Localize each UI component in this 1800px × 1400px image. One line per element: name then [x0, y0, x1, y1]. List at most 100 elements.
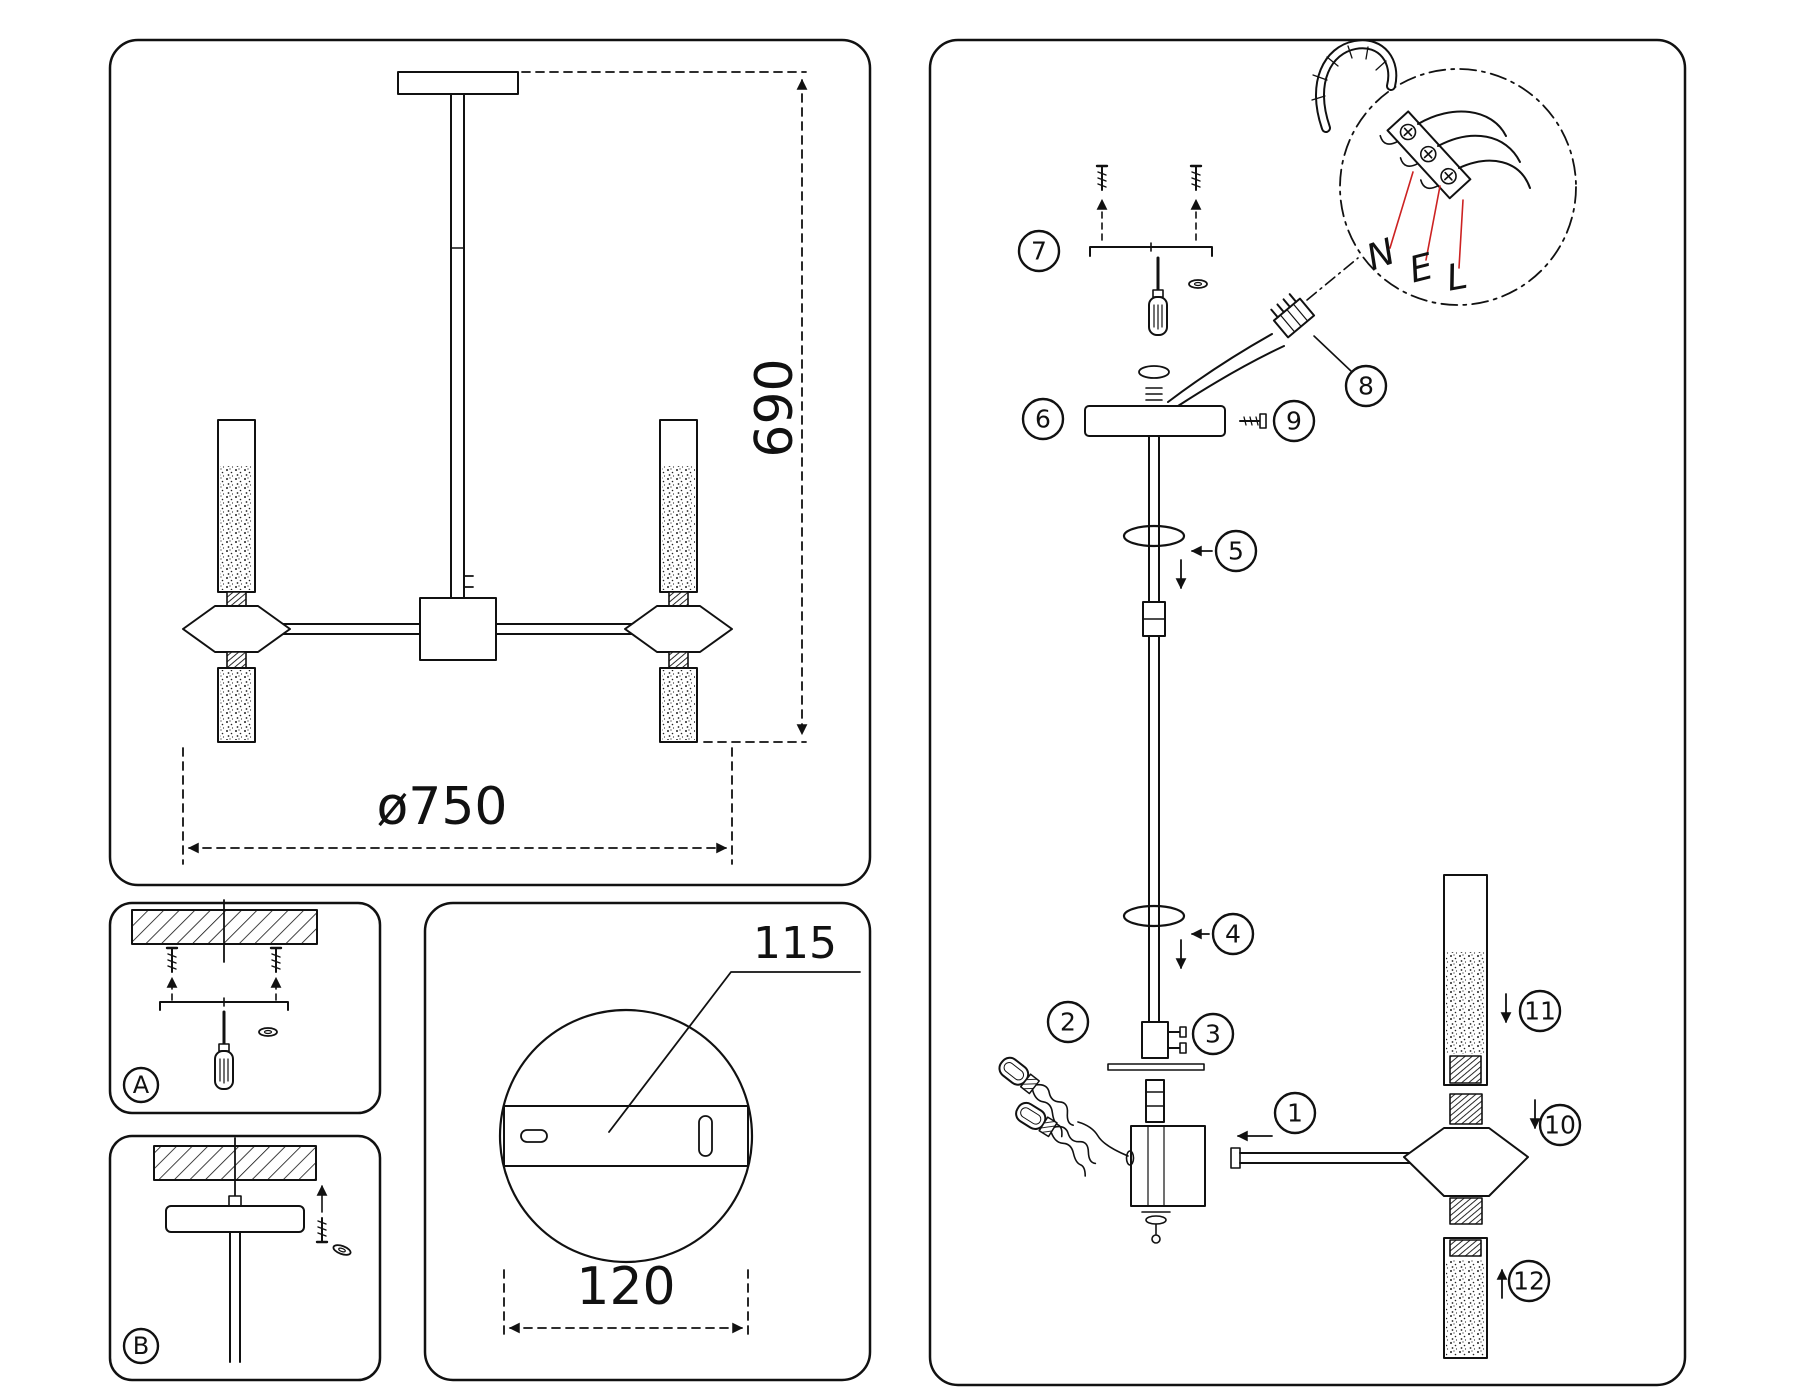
- panel-a-label: A: [133, 1071, 150, 1099]
- wire: [1077, 1121, 1129, 1157]
- step-6-label: 6: [1035, 405, 1051, 434]
- anchor-screw-icon: [269, 946, 283, 974]
- panel-b-badge: B: [122, 1327, 160, 1365]
- suspension-rod: [1142, 435, 1166, 1023]
- assembly-panel: 7: [928, 38, 1687, 1387]
- wire: [1417, 110, 1507, 137]
- ring-step-4: 4: [1122, 904, 1255, 970]
- detail-circle: [1339, 68, 1577, 306]
- panel-b-label: B: [133, 1332, 149, 1360]
- wire: [1177, 345, 1285, 407]
- step-9-label: 9: [1286, 407, 1302, 436]
- canopy-panel-border: [108, 1134, 382, 1382]
- anchor-panel: A: [108, 899, 382, 1115]
- step-8-label: 8: [1358, 372, 1374, 401]
- step-badge-3: 3: [1191, 1012, 1235, 1056]
- anchor-screw-icon: [1095, 164, 1109, 192]
- decorative-ring: [1122, 524, 1186, 548]
- stem-rod: [450, 93, 465, 599]
- leader-line: [608, 971, 861, 1133]
- neutral-wire-label: N: [1361, 231, 1400, 279]
- diameter-dimension-label: ø750: [376, 777, 507, 837]
- screwdriver-icon: [213, 1010, 235, 1091]
- step-4-label: 4: [1225, 920, 1241, 949]
- step-badge-10: 10: [1538, 1103, 1582, 1147]
- wire-leader-n: [1389, 171, 1414, 249]
- anchor-panel-border: [108, 901, 382, 1115]
- washer-icon: [258, 1027, 278, 1037]
- diameter-dimension: ø750: [182, 747, 733, 865]
- step-badge-12: 12: [1507, 1259, 1551, 1303]
- step-badge-11: 11: [1518, 989, 1562, 1033]
- step-7-label: 7: [1031, 237, 1047, 266]
- wire: [1437, 134, 1521, 163]
- central-hub: [419, 597, 497, 661]
- ring-icon: [1138, 365, 1170, 379]
- wire-leader-e: [1425, 185, 1441, 261]
- hub-top-plate: [1107, 1063, 1205, 1071]
- step-badge-8: 8: [1344, 364, 1388, 408]
- hole-spacing-label: 115: [753, 918, 837, 969]
- step-2-label: 2: [1060, 1008, 1076, 1037]
- threaded-socket: [1449, 1093, 1483, 1125]
- cable-icon: [1311, 39, 1398, 133]
- step-badge-1: 1: [1273, 1091, 1317, 1135]
- threaded-tube: [1145, 1079, 1165, 1123]
- step-10-label: 10: [1544, 1111, 1576, 1140]
- arm-end-cap: [1230, 1147, 1241, 1169]
- step-badge-5: 5: [1214, 529, 1258, 573]
- rod-fitting: [1141, 1021, 1169, 1059]
- screwdriver-icon: [1147, 256, 1169, 337]
- wiring-detail: N E L: [1311, 39, 1577, 306]
- arm-step: 1: [1230, 1091, 1413, 1169]
- step-badge-6: 6: [1021, 397, 1065, 441]
- step-1-label: 1: [1287, 1099, 1303, 1128]
- slot-hole: [520, 1129, 548, 1143]
- plate-panel-border: [423, 901, 872, 1382]
- terminal-block: [1379, 110, 1472, 200]
- canopy-plate: [165, 1205, 305, 1233]
- overview-panel: 690 ø750: [108, 38, 872, 887]
- canopy-panel: B: [108, 1134, 382, 1382]
- wire-hole: [1125, 1150, 1135, 1166]
- height-dimension-label: 690: [745, 358, 805, 457]
- right-lamp: [624, 419, 733, 743]
- step-badge-7: 7: [1017, 229, 1061, 273]
- chandelier-drawing: [182, 71, 733, 743]
- finial-nut: [1145, 1215, 1167, 1225]
- anchor-screw-icon: [165, 946, 179, 974]
- plate-width-label: 120: [576, 1257, 675, 1317]
- step-badge-2: 2: [1046, 1000, 1090, 1044]
- step-11-label: 11: [1524, 997, 1556, 1026]
- screw-icon: [1239, 413, 1267, 429]
- step-3-label: 3: [1205, 1020, 1221, 1049]
- screw-icon: [315, 1216, 329, 1244]
- central-hub: [1130, 1125, 1206, 1207]
- overview-panel-border: [108, 38, 872, 887]
- threaded-socket: [1449, 1197, 1483, 1225]
- panel-a-badge: A: [122, 1066, 160, 1104]
- decorative-ring: [1122, 904, 1186, 928]
- wire: [1458, 159, 1531, 189]
- lamp-stack: 11 10 12: [1403, 874, 1582, 1359]
- lamp-holder: [1403, 1127, 1529, 1197]
- step-12-label: 12: [1513, 1267, 1545, 1296]
- hub-assembly: 2 3: [987, 1000, 1235, 1244]
- step-5-label: 5: [1228, 537, 1244, 566]
- assembly-panel-border: [928, 38, 1687, 1387]
- step-badge-4: 4: [1211, 912, 1255, 956]
- connector-step: 8: [1167, 257, 1388, 408]
- plate-width-dimension: 120: [503, 1257, 749, 1337]
- slot-hole: [698, 1115, 713, 1157]
- canopy-step: 6 9: [1021, 365, 1316, 443]
- wire-leader-l: [1458, 199, 1464, 269]
- bulb-icon: [1005, 1098, 1105, 1178]
- ring-step-5: 5: [1122, 524, 1258, 590]
- washer-icon: [331, 1242, 353, 1258]
- left-lamp: [182, 419, 291, 743]
- height-dimension: 690: [521, 71, 808, 743]
- wire-connector: [1270, 293, 1316, 339]
- washer-icon: [1188, 279, 1208, 289]
